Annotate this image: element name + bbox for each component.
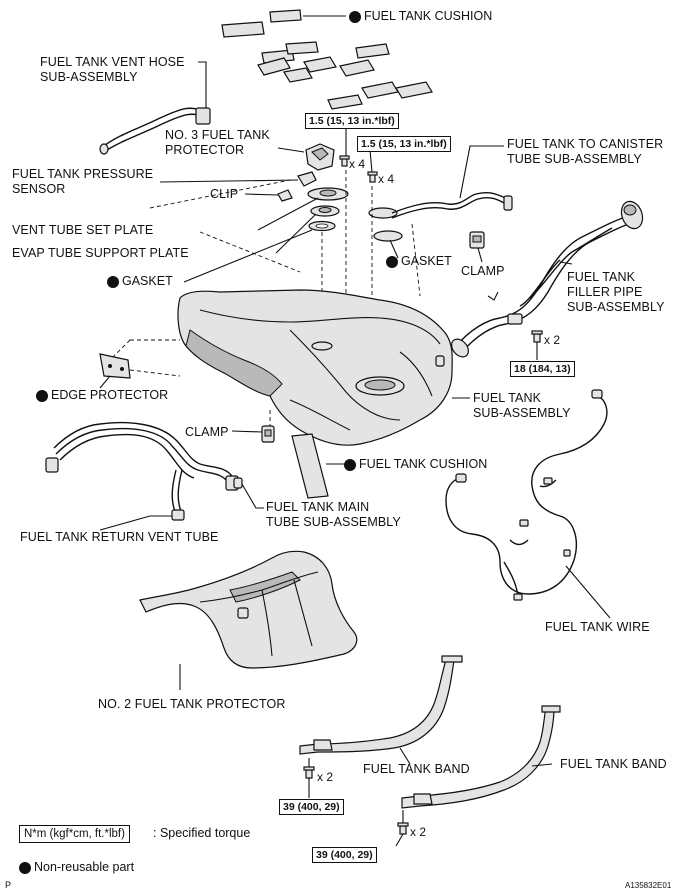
canister-tube-part	[368, 191, 513, 242]
torque-box-2: 1.5 (15, 13 in.*lbf)	[357, 136, 451, 152]
label-vent-tube-set-plate: VENT TUBE SET PLATE	[12, 223, 154, 237]
leader-return-vent	[99, 515, 172, 531]
qty-bolt-2: x 4	[378, 172, 395, 186]
qty-bolt-1: x 4	[349, 157, 366, 171]
bolt-right-part	[367, 171, 378, 183]
label-clip: CLIP	[210, 187, 239, 201]
label-fuel-tank-wire: FUEL TANK WIRE	[545, 620, 650, 634]
vent-tube-set-plate-part	[307, 187, 349, 201]
no2-protector-part	[139, 550, 358, 669]
label-no3-protector: NO. 3 FUEL TANK PROTECTOR	[165, 128, 270, 157]
qty-bolt-4: x 2	[317, 770, 334, 784]
fuel-tank-band-2-part	[401, 705, 561, 809]
label-canister-tube: FUEL TANK TO CANISTER TUBE SUB-ASSEMBLY	[507, 137, 664, 166]
bolt-band-2-part	[397, 822, 409, 835]
clamp-right-part	[469, 231, 485, 249]
label-pressure-sensor: FUEL TANK PRESSURE SENSOR	[12, 167, 154, 196]
label-vent-hose: FUEL TANK VENT HOSE SUB-ASSEMBLY	[40, 55, 185, 84]
bolt-filler-part	[531, 330, 543, 343]
torque-box-1: 1.5 (15, 13 in.*lbf)	[305, 113, 399, 129]
leader-clamp-left	[231, 430, 263, 433]
leader-main-tube	[241, 483, 264, 509]
label-fuel-tank-cushion-mid: FUEL TANK CUSHION	[344, 457, 487, 472]
leader-vent-plate	[257, 197, 319, 231]
pressure-sensor-part	[297, 171, 317, 187]
torque-box-5: 39 (400, 29)	[312, 847, 377, 863]
fuel-tank-wire-part	[445, 389, 608, 601]
assembly-dashed-lines	[109, 170, 421, 428]
legend-torque-desc: : Specified torque	[153, 826, 251, 840]
leader-torque-2	[369, 149, 373, 173]
legend-torque-unit: N*m (kgf*cm, ft.*lbf)	[19, 825, 130, 843]
non-reusable-dot-icon	[344, 458, 356, 471]
torque-box-4: 39 (400, 29)	[279, 799, 344, 815]
leader-band-2	[531, 763, 553, 767]
leader-wire	[565, 565, 611, 619]
gasket-left-part	[308, 220, 336, 232]
vent-hose-part	[99, 107, 211, 155]
non-reusable-dot-icon	[107, 275, 119, 288]
no3-protector-part	[305, 143, 335, 171]
corner-mark-p: P	[5, 880, 12, 890]
label-return-vent-tube: FUEL TANK RETURN VENT TUBE	[20, 530, 219, 544]
leader-gasket-right	[389, 239, 399, 259]
label-clamp-right: CLAMP	[461, 264, 505, 278]
legend-non-reusable: Non-reusable part	[19, 860, 134, 875]
label-evap-tube-support-plate: EVAP TUBE SUPPORT PLATE	[12, 246, 189, 260]
non-reusable-dot-icon	[36, 389, 48, 402]
non-reusable-dot-icon	[386, 255, 398, 268]
leader-pressure-sensor	[159, 179, 299, 183]
non-reusable-dot-icon	[19, 861, 31, 874]
leader-no3	[277, 147, 305, 153]
label-fuel-tank-cushion-top: FUEL TANK CUSHION	[349, 9, 492, 24]
clamp-left-part	[261, 425, 275, 443]
fuel-tank-part	[177, 289, 453, 446]
label-no2-protector: NO. 2 FUEL TANK PROTECTOR	[98, 697, 286, 711]
label-gasket-right: GASKET	[386, 254, 452, 269]
fuel-tank-band-1-part	[299, 655, 463, 755]
leader-gasket-left	[183, 229, 313, 283]
edge-protector-part	[99, 353, 131, 379]
label-fuel-tank-sub: FUEL TANK SUB-ASSEMBLY	[473, 391, 571, 420]
bolt-left-part	[339, 155, 350, 167]
label-clamp-left: CLAMP	[185, 425, 229, 439]
filler-pipe-part	[451, 200, 644, 358]
fuel-tank-cushion-mid-part	[291, 433, 329, 499]
qty-bolt-5: x 2	[410, 825, 427, 839]
evap-support-plate-part	[310, 205, 340, 217]
leader-edge-protector	[99, 375, 111, 389]
leader-torque-5	[395, 833, 404, 847]
leader-filler	[559, 261, 573, 265]
leader-band-1	[399, 747, 411, 765]
fuel-tank-cushion-top-parts	[221, 9, 433, 110]
label-gasket-left: GASKET	[107, 274, 173, 289]
main-tube-part	[45, 421, 243, 521]
label-main-tube: FUEL TANK MAIN TUBE SUB-ASSEMBLY	[266, 500, 401, 529]
label-fuel-tank-band-2: FUEL TANK BAND	[560, 757, 667, 771]
torque-box-3: 18 (184, 13)	[510, 361, 575, 377]
figure-id: A135832E01	[625, 881, 672, 890]
label-edge-protector: EDGE PROTECTOR	[36, 388, 168, 403]
leader-evap-plate	[275, 213, 317, 254]
bolt-band-1-part	[303, 766, 315, 779]
leader-clip	[244, 193, 279, 196]
clip-part	[277, 189, 293, 202]
qty-bolt-3: x 2	[544, 333, 561, 347]
leader-clamp-right	[477, 247, 483, 263]
label-fuel-tank-band-1: FUEL TANK BAND	[363, 762, 470, 776]
label-filler-pipe: FUEL TANK FILLER PIPE SUB-ASSEMBLY	[567, 270, 665, 314]
non-reusable-dot-icon	[349, 10, 361, 23]
leader-canister	[459, 145, 504, 199]
leader-vent-hose	[198, 61, 207, 108]
